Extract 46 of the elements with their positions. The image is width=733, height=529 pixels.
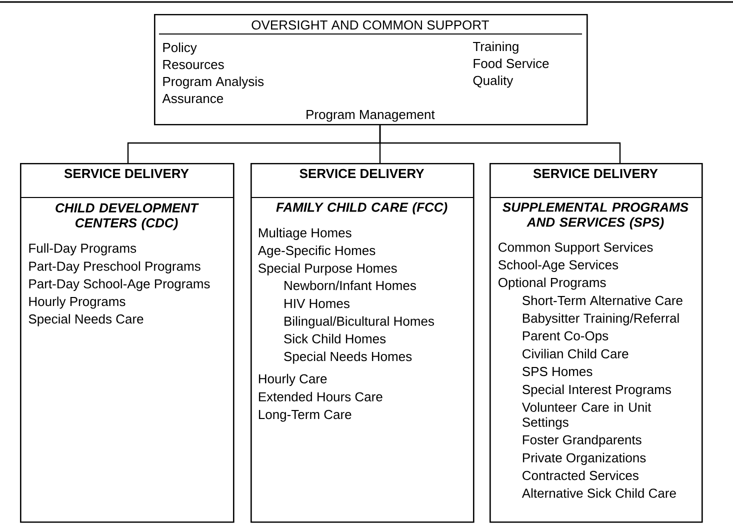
list-item: Quality (473, 76, 514, 88)
list-item: School-Age Services (498, 260, 618, 272)
list-item: Short-Term Alternative Care (522, 296, 682, 306)
list-item: Assurance (162, 94, 224, 104)
box-heading: SERVICE DELIVERY (533, 168, 658, 178)
section-title: CHILD DEVELOPMENT CENTERS (CDC) (56, 203, 199, 230)
list-item: Bilingual/Bicultural Homes (284, 316, 434, 328)
box-heading: SERVICE DELIVERY (300, 168, 424, 178)
list-item: Extended Hours Care (258, 392, 382, 402)
list-item: Hourly Care (258, 374, 327, 386)
list-item: Part-Day Preschool Programs (29, 261, 200, 274)
list-item: Full-Day Programs (29, 243, 136, 256)
list-item: Long-Term Care (258, 410, 352, 422)
list-item: Resources (163, 60, 224, 70)
box-label: Program Management (306, 110, 435, 122)
section-title: SUPPLEMENTAL PROGRAMS AND SERVICES (SPS) (502, 202, 688, 230)
list-item: Hourly Programs (29, 296, 126, 309)
list-item: Special Needs Care (28, 314, 144, 326)
list-item: Contracted Services (522, 470, 638, 480)
list-item: Multiage Homes (258, 228, 352, 240)
list-item: Parent Co-Ops (522, 331, 608, 343)
list-item: Special Interest Programs (522, 384, 671, 397)
list-item: Age-Specific Homes (258, 246, 376, 258)
list-item: Common Support Services (498, 242, 653, 254)
list-item: Part-Day School-Age Programs (29, 278, 210, 291)
list-item: Civilian Child Care (522, 348, 628, 358)
list-item: Newborn/Infant Homes (284, 280, 416, 290)
box-heading: OVERSIGHT AND COMMON SUPPORT (252, 20, 489, 30)
list-item: Foster Grandparents (522, 434, 642, 447)
list-item: Program Analysis (163, 76, 264, 89)
list-item: Optional Programs (498, 278, 606, 290)
list-item: Alternative Sick Child Care (522, 488, 676, 498)
list-item: Sick Child Homes (284, 334, 386, 344)
list-item: Special Purpose Homes (258, 263, 397, 276)
connector-line (379, 125, 621, 163)
box-heading: SERVICE DELIVERY (64, 168, 189, 178)
list-item: Training (473, 42, 518, 54)
list-item: HIV Homes (284, 299, 350, 308)
list-item: Special Needs Homes (284, 352, 412, 364)
list-item: Volunteer Care in Unit Settings (522, 402, 652, 430)
section-title: FAMILY CHILD CARE (FCC) (276, 202, 448, 214)
list-item: Food Service (474, 58, 549, 68)
list-item: SPS Homes (522, 366, 592, 376)
list-item: Babysitter Training/Referral (522, 313, 679, 326)
list-item: Policy (163, 42, 197, 55)
list-item: Private Organizations (522, 452, 646, 465)
